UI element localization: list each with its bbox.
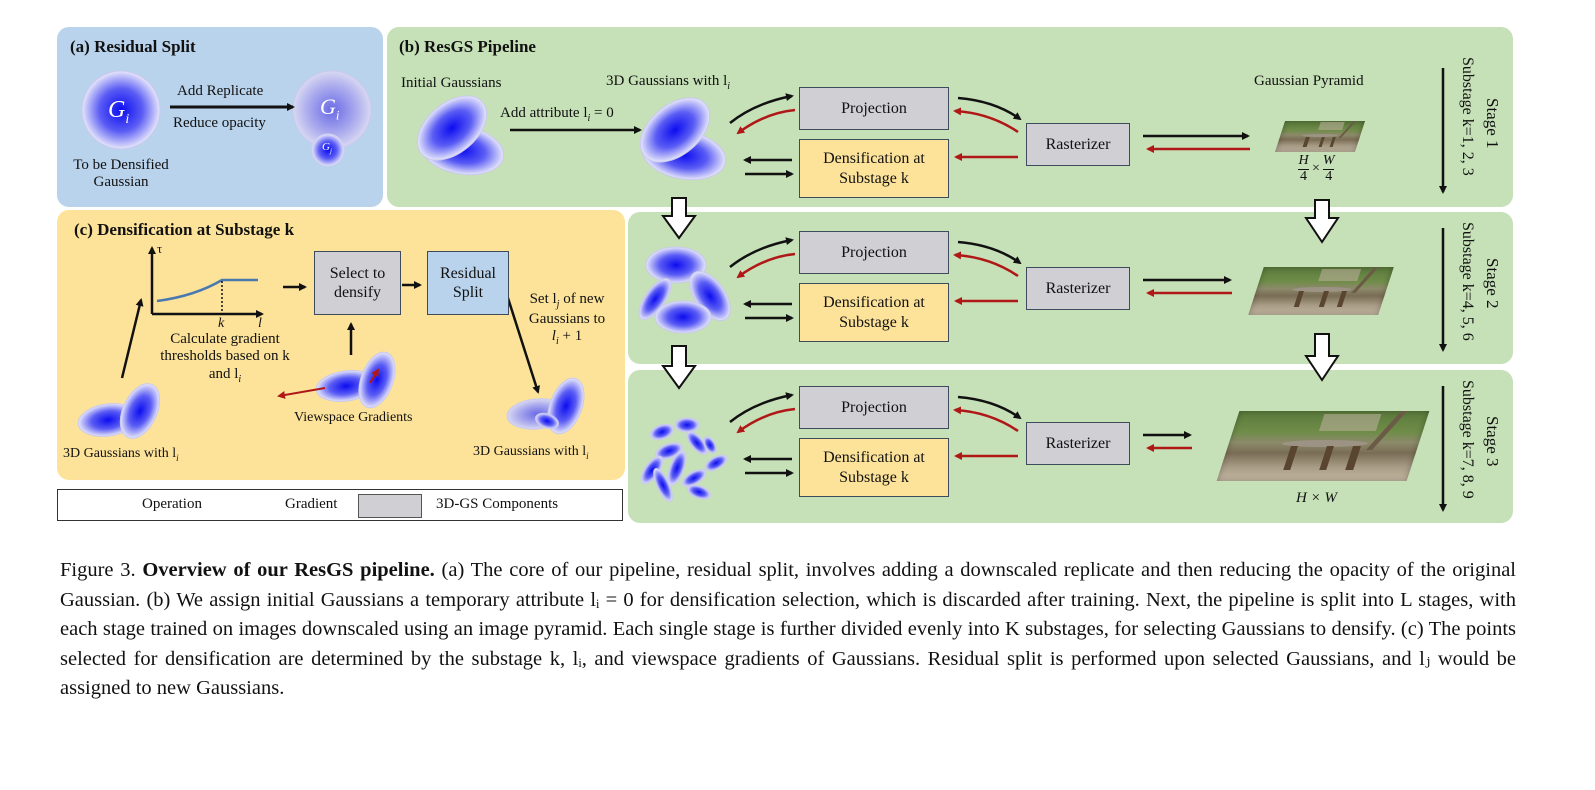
caption-body: (a) The core of our pipeline, residual s… — [60, 559, 1516, 699]
arrow-to-projection-2 — [729, 237, 794, 268]
gradient-to-projection-3 — [953, 406, 1019, 433]
pyramid-image-stage2 — [1248, 267, 1394, 315]
down-arrow-right-2 — [1304, 333, 1340, 382]
gradient-from-projection-2 — [736, 252, 796, 279]
arrow-gaussians-to-plot — [120, 298, 144, 379]
gradient-from-projection-1 — [736, 108, 796, 135]
projection-box-stage3: Projection — [799, 386, 949, 429]
gaussians-stage3 — [640, 417, 728, 503]
arrow-to-projection-3 — [729, 392, 794, 423]
rasterizer-box-stage2: Rasterizer — [1026, 267, 1130, 310]
gaussians-left-label: 3D Gaussians with li — [63, 446, 179, 463]
stage2-substage-label: Substage k=4, 5, 6 — [1459, 222, 1476, 341]
threshold-curve — [156, 278, 258, 303]
gaussians-with-li-left — [77, 383, 161, 439]
initial-gaussians — [416, 95, 505, 176]
arrow-residual-to-new — [505, 294, 540, 394]
gaussian-gj-label: Gj — [322, 141, 332, 156]
stage3-resolution-label: H × W — [1296, 490, 1337, 506]
axis-k-label: k — [218, 316, 225, 331]
gaussians-with-li-right — [506, 377, 585, 435]
arrow-to-rasterizer-1 — [957, 96, 1022, 121]
stage1-label: Stage 1 — [1483, 98, 1502, 149]
figure-caption: Figure 3. Overview of our ResGS pipeline… — [60, 556, 1516, 704]
pipeline-arrows-stage3 — [729, 392, 1192, 477]
stage2-label: Stage 2 — [1483, 258, 1502, 309]
gradient-from-projection-3 — [736, 407, 796, 434]
legend-gradient-label: Gradient — [285, 496, 338, 512]
add-attribute-label: Add attribute li = 0 — [500, 105, 614, 124]
arrow-to-projection-1 — [729, 93, 794, 124]
down-arrow-left-2 — [661, 345, 697, 390]
gaussians-with-li-stage1 — [639, 97, 727, 181]
gradient-to-projection-2 — [953, 251, 1019, 278]
caption-title: Overview of our ResGS pipeline. — [142, 559, 435, 581]
arrow-to-rasterizer-2 — [957, 240, 1022, 265]
viewspace-gradients-label: Viewspace Gradients — [294, 410, 413, 425]
pipeline-arrows-stage2 — [729, 237, 1232, 322]
legend: Operation Gradient 3D-GS Components — [57, 489, 623, 521]
axis-l-label: l — [258, 316, 262, 331]
initial-gaussians-label: Initial Gaussians — [401, 75, 502, 91]
gradient-to-projection-1 — [953, 107, 1019, 134]
gaussians-stage2 — [638, 246, 731, 334]
gaussians-with-li-label: 3D Gaussians with li — [606, 73, 731, 92]
stage1-substage-label: Substage k=1, 2, 3 — [1459, 57, 1476, 176]
legend-components-label: 3D-GS Components — [436, 496, 559, 512]
legend-components-swatch — [358, 494, 422, 518]
projection-box-stage2: Projection — [799, 231, 949, 274]
viewspace-gaussians — [277, 351, 396, 409]
down-arrow-right-1 — [1304, 199, 1340, 244]
pipeline-arrows-stage1 — [729, 93, 1250, 178]
arrow-to-rasterizer-3 — [957, 395, 1022, 420]
reduce-opacity-label: Reduce opacity — [173, 115, 266, 131]
panel-c-title: (c) Densification at Substage k — [74, 220, 295, 239]
gaussians-right-label: 3D Gaussians with li — [473, 444, 589, 461]
axis-tau-label: τ — [157, 241, 163, 256]
add-replicate-label: Add Replicate — [177, 83, 264, 99]
pyramid-image-stage1 — [1274, 121, 1366, 152]
panel-b-title: (b) ResGS Pipeline — [399, 37, 536, 56]
gaussian-source — [81, 70, 161, 150]
panel-a-title: (a) Residual Split — [70, 37, 196, 56]
gaussian-gi-reduced-label: Gi — [320, 94, 340, 123]
projection-box-stage1: Projection — [799, 87, 949, 130]
stage3-label: Stage 3 — [1483, 416, 1502, 467]
gaussian-replicate — [311, 133, 345, 167]
panel-pipeline-stage-1 — [387, 27, 1513, 207]
stage3-substage-label: Substage k=7, 8, 9 — [1459, 380, 1476, 499]
gaussian-gi-label: Gi — [108, 97, 130, 127]
legend-operation-label: Operation — [142, 496, 202, 512]
caption-prefix: Figure 3. — [60, 559, 143, 581]
threshold-plot — [148, 246, 264, 318]
rasterizer-box-stage3: Rasterizer — [1026, 422, 1130, 465]
gaussian-pyramid-label: Gaussian Pyramid — [1254, 73, 1364, 89]
rasterizer-box-stage1: Rasterizer — [1026, 123, 1130, 166]
down-arrow-left-1 — [661, 197, 697, 240]
pyramid-image-stage3 — [1216, 411, 1430, 481]
